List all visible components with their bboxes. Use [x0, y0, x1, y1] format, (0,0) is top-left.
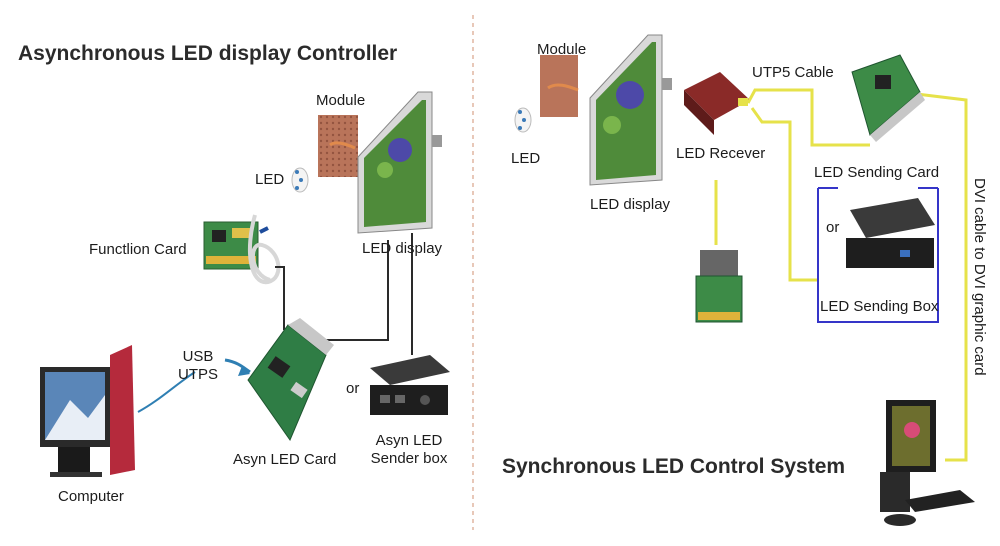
computer-right: [880, 400, 975, 526]
usb-arrow: [224, 358, 251, 374]
label-led-receiver: LED Recever: [676, 145, 766, 162]
computer: [40, 345, 135, 477]
led-receiver: [684, 72, 750, 135]
title-sync: Synchronous LED Control System: [502, 455, 846, 478]
label-usb: USB UTPS: [176, 348, 220, 384]
label-usb-line1: USB: [182, 348, 214, 365]
label-utp5-cable: UTP5 Cable: [752, 64, 834, 81]
label-sender-box: Asyn LED Sender box: [364, 432, 454, 468]
led-icon-right: [514, 107, 532, 133]
label-module-right: Module: [537, 41, 587, 58]
label-computer: Computer: [58, 488, 124, 505]
label-sending-card: LED Sending Card: [814, 164, 940, 181]
sending-box-frame: [817, 188, 939, 323]
label-led-right: LED: [511, 150, 541, 167]
led-icon-left: [291, 167, 309, 193]
yellow-wires: [714, 88, 968, 462]
asyn-sender-box: [370, 355, 450, 415]
label-led-display-left: LED display: [362, 240, 443, 257]
label-sender-line2: Sender box: [370, 450, 448, 467]
asyn-led-card: [247, 318, 334, 442]
label-or-left: or: [346, 380, 360, 397]
led-display-left: [357, 91, 442, 234]
module-arrow-left: [329, 141, 356, 150]
label-dvi-cable: DVI cable to DVI graphic card: [971, 178, 988, 376]
label-led-left: LED: [255, 171, 285, 188]
led-sending-box: [846, 198, 935, 268]
module-arrow-right: [547, 83, 579, 92]
label-led-display-right: LED display: [590, 196, 671, 213]
title-async: Asynchronous LED display Controller: [18, 42, 398, 65]
label-asyn-card: Asyn LED Card: [233, 451, 337, 468]
usb-wire: [137, 371, 196, 413]
wire-function-to-card: [275, 266, 285, 330]
usb-plug: [259, 226, 269, 234]
label-module-left: Module: [316, 92, 366, 109]
label-sending-box: LED Sending Box: [820, 298, 939, 315]
label-sender-line1: Asyn LED: [375, 432, 443, 449]
label-or-right: or: [826, 219, 840, 236]
usb-cable-coil: [247, 214, 281, 285]
label-usb-line2: UTPS: [177, 366, 218, 383]
led-display-right: [589, 34, 672, 186]
led-sending-card: [851, 54, 925, 142]
label-function-card: Functlion Card: [89, 241, 187, 258]
wire-card-to-display: [316, 240, 389, 341]
receiver-card-small: [695, 250, 743, 323]
